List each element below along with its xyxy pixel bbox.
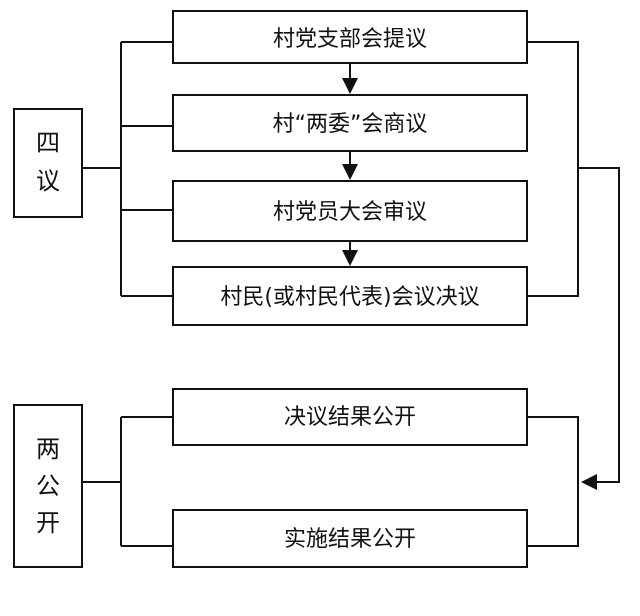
disclosure-box-resolution-results bbox=[172, 388, 528, 446]
step-box-villagers-resolution bbox=[172, 266, 528, 326]
step-box-branch-proposal bbox=[172, 10, 528, 64]
step-box-two-committees-discussion bbox=[172, 94, 528, 152]
right-connector-bracket bbox=[527, 41, 620, 483]
liang-gongkai-label-line-1: 两 bbox=[36, 435, 60, 463]
down-arrow-icon bbox=[342, 250, 358, 266]
disclosure-box-implementation-results bbox=[172, 509, 528, 568]
si-yi-label-box bbox=[13, 108, 83, 218]
step-label-villagers-resolution: 村民(或村民代表)会议决议 bbox=[220, 285, 479, 310]
si-yi-label-line-1: 四 bbox=[36, 129, 60, 157]
step-label-two-committees-discussion: 村“两委”会商议 bbox=[273, 112, 428, 137]
disclosure-label-implementation-results: 实施结果公开 bbox=[284, 527, 416, 552]
liang-gongkai-label-line-2: 公 bbox=[36, 472, 60, 500]
liang-gongkai-label-box bbox=[13, 404, 83, 568]
step-label-branch-proposal: 村党支部会提议 bbox=[273, 27, 427, 52]
down-arrow-icon bbox=[342, 164, 358, 180]
right-connector-arrow-icon bbox=[581, 474, 597, 490]
step-box-party-members-review bbox=[172, 180, 528, 242]
liang-gongkai-bracket bbox=[82, 416, 173, 547]
liang-gongkai-right-bracket bbox=[527, 416, 579, 547]
down-arrow-icon bbox=[342, 78, 358, 94]
si-yi-label-line-2: 议 bbox=[36, 167, 60, 195]
step-label-party-members-review: 村党员大会审议 bbox=[273, 200, 427, 225]
si-yi-bracket bbox=[82, 41, 173, 297]
disclosure-label-resolution-results: 决议结果公开 bbox=[284, 405, 416, 430]
liang-gongkai-label-line-3: 开 bbox=[36, 509, 60, 537]
